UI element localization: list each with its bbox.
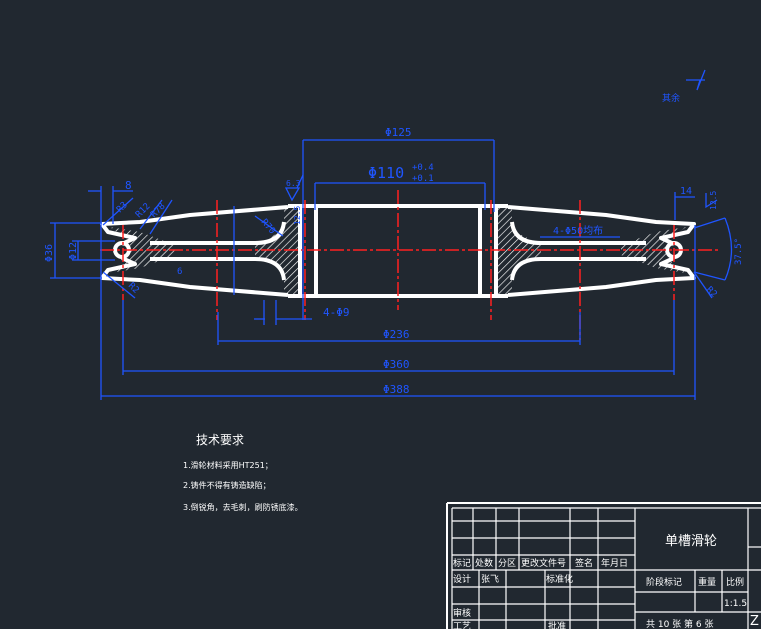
header-zone: 分区 xyxy=(498,558,516,569)
tech-req-item: 2.铸件不得有铸造缺陷； xyxy=(183,480,271,490)
scale-value: 1:1.5 xyxy=(724,599,747,609)
dim-r2-left: R2 xyxy=(126,281,141,296)
dim-d110-upper-tol: +0.4 xyxy=(412,163,434,173)
dim-d388: Φ388 xyxy=(383,383,410,396)
header-change-doc: 更改文件号 xyxy=(521,557,566,569)
approve-label: 批准 xyxy=(548,620,566,629)
technical-requirements: 技术要求 1.滑轮材料采用HT251； 2.铸件不得有铸造缺陷； 3.倒锐角，去… xyxy=(183,433,303,512)
center-lines xyxy=(100,190,720,340)
roughness-hub-left: 12.5 xyxy=(293,206,302,225)
review-label: 审核 xyxy=(453,607,471,619)
standardization-label: 标准化 xyxy=(546,573,573,585)
header-mark: 标记 xyxy=(453,557,471,569)
dim-width-8: 8 xyxy=(125,179,132,192)
roughness-hub: 6.3 xyxy=(286,179,301,188)
roughness-note-label: 其余 xyxy=(662,92,680,104)
process-label: 工艺 xyxy=(453,621,471,629)
dim-d360: Φ360 xyxy=(383,358,410,371)
roughness-rim: 12.5 xyxy=(709,191,718,210)
tech-req-item: 1.滑轮材料采用HT251； xyxy=(183,460,273,470)
header-count: 处数 xyxy=(475,557,493,569)
dim-d236: Φ236 xyxy=(383,328,410,341)
dim-r12: R12 xyxy=(134,202,153,221)
weight-label: 重量 xyxy=(698,576,716,588)
dim-6: 6 xyxy=(177,267,182,277)
header-sign: 签名 xyxy=(575,557,593,569)
dim-d36: Φ36 xyxy=(44,244,55,262)
dim-d110: Φ110 xyxy=(368,164,404,182)
designer-name: 张飞 xyxy=(481,574,499,585)
dim-holes-50: 4-Φ50均布 xyxy=(553,225,603,237)
drawing-code: Z xyxy=(750,614,759,629)
dim-d125: Φ125 xyxy=(385,126,412,139)
tech-req-title: 技术要求 xyxy=(196,433,244,447)
title-block xyxy=(451,507,761,629)
part-name: 单槽滑轮 xyxy=(665,534,717,549)
dim-holes-9: 4-Φ9 xyxy=(323,306,350,319)
header-date: 年月日 xyxy=(601,557,628,569)
dimension-lines xyxy=(50,69,733,400)
tech-req-item: 3.倒锐角，去毛刺，刷防锈底漆。 xyxy=(183,502,303,512)
designer-label: 设计 xyxy=(453,573,471,585)
dim-d12: Φ12 xyxy=(68,242,79,260)
dim-width-14: 14 xyxy=(680,186,692,197)
title-block-texts: 单槽滑轮 标记 处数 分区 更改文件号 签名 年月日 设计 张飞 标准化 审核 … xyxy=(453,534,759,629)
stage-mark-label: 阶段标记 xyxy=(646,576,682,588)
dim-r2-right: R2 xyxy=(704,285,719,300)
scale-label: 比例 xyxy=(726,576,744,588)
sheet-count: 共 10 张 第 6 张 xyxy=(646,618,713,629)
dim-d110-lower-tol: +0.1 xyxy=(412,174,434,184)
dim-angle: 37.5° xyxy=(734,238,744,265)
